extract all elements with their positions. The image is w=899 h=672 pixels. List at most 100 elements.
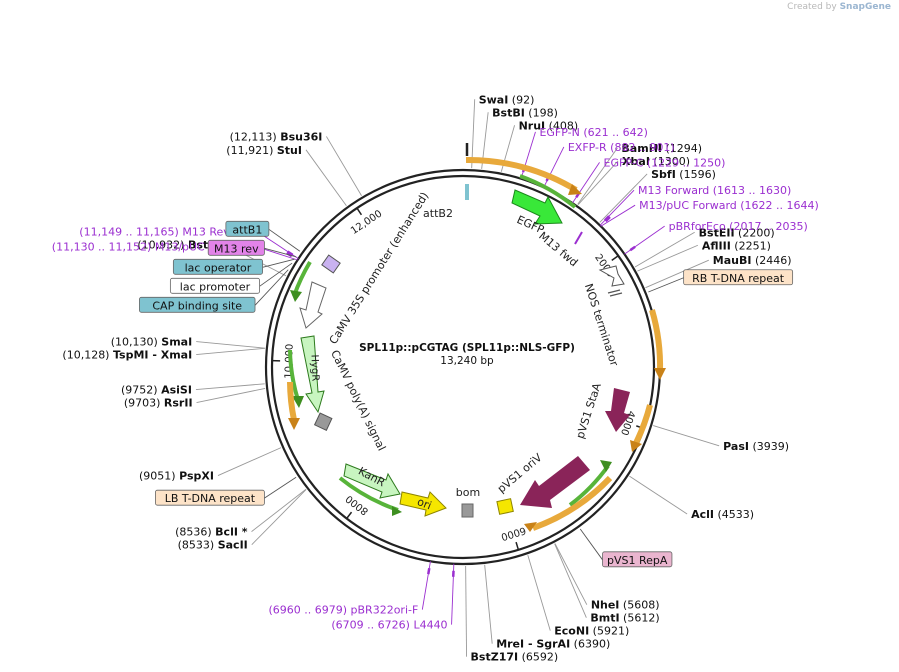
egfp-arrow xyxy=(511,189,563,225)
restriction-site: (11,921) StuI xyxy=(226,144,302,157)
primer-label: EXFP-R (882 .. 901) xyxy=(568,141,675,154)
site-leader xyxy=(653,425,720,447)
restriction-site: BmtI (5612) xyxy=(590,612,659,625)
restriction-site: PasI (3939) xyxy=(723,440,789,453)
primer-label: (6960 .. 6979) pBR322ori-F xyxy=(268,604,418,617)
primer-label: EGFP-N (621 .. 642) xyxy=(539,126,647,139)
feature-leader xyxy=(254,269,289,306)
restriction-site: (8536) BclI * xyxy=(175,526,248,539)
primer-range: (11,130 .. 11,152) xyxy=(52,241,155,254)
nos-arrow xyxy=(598,265,625,287)
site-position: (10,932) xyxy=(137,238,188,251)
site-leader xyxy=(195,383,265,391)
restriction-site: BstEII (2200) xyxy=(699,226,775,239)
restriction-site: BamHI (1294) xyxy=(621,142,702,155)
primer-mark xyxy=(286,250,294,256)
restriction-site: SwaI (92) xyxy=(479,93,535,106)
site-name: BmtI xyxy=(590,612,619,625)
site-name: XbaI xyxy=(622,155,650,168)
pvs1-oriv-arrow xyxy=(520,456,590,508)
site-leader xyxy=(629,475,688,515)
primer-range: (1622 .. 1644) xyxy=(737,199,819,212)
site-position: (6592) xyxy=(518,651,558,664)
site-name: SwaI xyxy=(479,93,509,106)
restriction-site: BstZ17I (6592) xyxy=(471,651,559,664)
site-leader xyxy=(196,341,265,349)
site-position: (1294) xyxy=(662,142,702,155)
bom-square xyxy=(461,503,474,518)
site-position: (2200) xyxy=(735,226,775,239)
site-name: BstZ17I xyxy=(471,651,519,664)
tick-mark xyxy=(346,511,353,519)
site-position: (12,113) xyxy=(230,130,281,143)
restriction-site: (9703) RsrII xyxy=(124,397,193,410)
nos-small-2 xyxy=(609,292,623,297)
site-name: StuI xyxy=(277,144,302,157)
label-polya: CaMV poly(A) signal xyxy=(328,348,388,453)
label-attb2: attB2 xyxy=(423,207,453,220)
tick-mark xyxy=(356,207,363,216)
plasmid-name: SPL11p::pCGTAG (SPL11p::NLS-GFP) xyxy=(359,342,575,354)
restriction-site: SbfI (1596) xyxy=(651,168,716,181)
feature-box xyxy=(207,239,265,256)
site-position: (11,921) xyxy=(226,144,277,157)
site-leader xyxy=(465,565,468,657)
primer-range: (1613 .. 1630) xyxy=(709,184,791,197)
tick-label: 12,000 xyxy=(349,208,384,237)
site-name: MreI - SgrAI xyxy=(496,638,570,651)
feature-arc-green-l xyxy=(292,260,312,297)
site-position: (1596) xyxy=(676,168,716,181)
site-name: NheI xyxy=(591,599,620,612)
feature-leader xyxy=(259,262,293,287)
site-leader xyxy=(554,543,587,618)
site-position: (2446) xyxy=(751,254,791,267)
kanr-arrow xyxy=(343,463,401,499)
primer-leader xyxy=(600,204,636,227)
site-leader xyxy=(645,259,709,289)
snapgene-logo: SnapGene xyxy=(839,2,891,12)
primer-mark xyxy=(604,216,611,223)
feature-label: attB1 xyxy=(232,223,262,236)
site-position: (9703) xyxy=(124,397,164,410)
restriction-site: (10,130) SmaI xyxy=(111,336,192,349)
site-leader xyxy=(637,244,699,272)
site-name: NruI xyxy=(519,119,546,132)
feature-leader xyxy=(648,277,684,293)
restriction-site: XbaI (1300) xyxy=(622,155,690,168)
arrow-head xyxy=(568,184,582,195)
site-leader xyxy=(471,99,476,169)
site-leader xyxy=(251,488,307,532)
restriction-site: (9051) PspXI xyxy=(139,470,214,483)
restriction-site: NheI (5608) xyxy=(591,599,660,612)
camv35s-arrow xyxy=(299,281,327,329)
restriction-site: AflIII (2251) xyxy=(702,239,771,252)
site-name: RsrII xyxy=(164,397,193,410)
feature-label: CAP binding site xyxy=(152,299,242,312)
primer-name: M13 Forward xyxy=(638,184,709,197)
site-name: PasI xyxy=(723,440,749,453)
primer-mark xyxy=(427,567,431,575)
site-leader xyxy=(599,173,648,223)
site-position: (92) xyxy=(508,93,534,106)
label-hygr: HygR xyxy=(309,354,321,381)
feature-box xyxy=(172,258,263,275)
restriction-site: NruI (408) xyxy=(519,119,579,132)
site-name: EcoNI xyxy=(554,625,589,638)
gray-marker xyxy=(313,412,333,431)
feature-label: lac operator xyxy=(185,261,252,274)
primer-label: M13 Forward (1613 .. 1630) xyxy=(638,184,791,197)
restriction-site: MreI - SgrAI (6390) xyxy=(496,638,610,651)
primer-name: EXFP-R xyxy=(568,141,607,154)
site-name: BamHI xyxy=(621,142,662,155)
feature-box xyxy=(169,277,260,294)
primer-mark xyxy=(603,215,610,222)
lac-cluster xyxy=(321,254,341,274)
site-leader xyxy=(527,555,551,631)
site-leader xyxy=(196,347,265,356)
feature-label: LB T-DNA repeat xyxy=(165,492,256,505)
site-leader xyxy=(305,149,347,206)
primer-range: (6960 .. 6979) xyxy=(268,604,350,617)
site-position: (5612) xyxy=(620,612,660,625)
primer-range: (6709 .. 6726) xyxy=(331,619,413,632)
